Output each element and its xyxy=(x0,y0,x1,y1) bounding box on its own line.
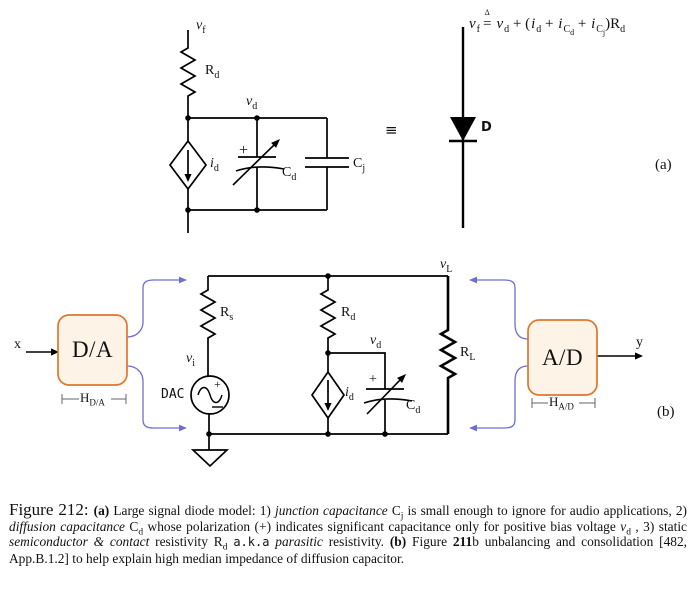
label-rs: Rs xyxy=(220,305,234,323)
output-label-y: y xyxy=(636,335,643,350)
measure-h-ad xyxy=(531,398,596,408)
label-rd-a: Rd xyxy=(205,63,220,81)
input-arrow-x xyxy=(26,348,59,356)
probe-lines-da xyxy=(126,279,179,429)
da-block-box xyxy=(57,314,128,386)
label-id-b: id xyxy=(345,385,354,403)
label-cj: Cj xyxy=(353,156,366,174)
label-id-a: id xyxy=(210,156,219,174)
ground-symbol xyxy=(190,449,230,468)
probe-arrowheads xyxy=(179,276,477,432)
resistor-rd-b xyxy=(319,276,337,353)
current-source-id-b xyxy=(310,353,346,434)
label-vi: vi xyxy=(186,351,195,369)
measure-h-da xyxy=(61,394,127,404)
label-cd-b: Cd xyxy=(406,398,421,416)
ad-block-box xyxy=(527,319,598,396)
da-block-label: D/A xyxy=(71,337,114,362)
input-label-x: x xyxy=(14,337,21,352)
figure-caption: Figure 212: (a) Large signal diode model… xyxy=(9,500,688,566)
label-cd-a: Cd xyxy=(282,165,297,183)
section-label-b: (b) xyxy=(657,404,675,420)
ad-block-label: A/D xyxy=(541,344,584,370)
variable-capacitor-cd-a xyxy=(232,118,285,210)
plus-sign-source: + xyxy=(214,377,221,391)
probe-lines-ad xyxy=(477,279,529,429)
plus-sign-cd-b: + xyxy=(369,372,377,387)
label-diode-d: D xyxy=(481,120,492,135)
node-dots-b xyxy=(206,273,388,437)
label-vl: vL xyxy=(440,257,453,275)
resistor-rs xyxy=(199,276,217,376)
label-vf: vf xyxy=(196,18,206,36)
diode-symbol xyxy=(449,27,477,228)
resistor-rl xyxy=(438,276,458,434)
label-dac: DAC xyxy=(161,387,185,402)
variable-capacitor-cd-b xyxy=(328,352,413,434)
current-source-id-a xyxy=(168,118,208,233)
label-rl: RL xyxy=(460,345,476,363)
plus-sign-cd-a: + xyxy=(239,142,249,159)
node-dots-a xyxy=(185,115,260,213)
ac-source-vi xyxy=(190,375,230,450)
triangle-equal-symbol: Δ= xyxy=(483,8,492,32)
output-arrow-y xyxy=(597,352,643,360)
label-vd-b: vd xyxy=(370,333,382,351)
label-vd-a: vd xyxy=(246,94,258,112)
equivalence-symbol: ≡ xyxy=(385,121,398,139)
label-rd-b: Rd xyxy=(341,305,356,323)
resistor-rd-a xyxy=(179,30,197,118)
section-label-a: (a) xyxy=(655,157,672,173)
label-h-da: HD/A xyxy=(80,390,105,408)
capacitor-cj xyxy=(305,118,349,210)
label-h-ad: HA/D xyxy=(549,394,574,412)
